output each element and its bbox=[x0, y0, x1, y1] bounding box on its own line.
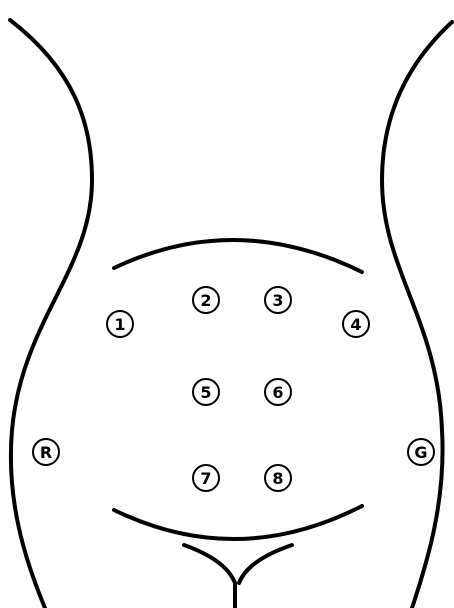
region-marker-3-label: 3 bbox=[272, 291, 283, 310]
side-marker-left-label: G bbox=[414, 443, 427, 462]
region-marker-3: 3 bbox=[265, 287, 291, 313]
region-marker-2: 2 bbox=[193, 287, 219, 313]
pubic-right-line bbox=[239, 545, 292, 583]
groin-line bbox=[114, 506, 362, 539]
region-marker-4-label: 4 bbox=[350, 315, 361, 334]
region-marker-7-label: 7 bbox=[200, 469, 211, 488]
region-marker-7: 7 bbox=[193, 465, 219, 491]
region-marker-4: 4 bbox=[343, 311, 369, 337]
region-marker-8: 8 bbox=[265, 465, 291, 491]
side-marker-right-label: R bbox=[40, 443, 52, 462]
side-marker-left: G bbox=[408, 439, 434, 465]
region-marker-6: 6 bbox=[265, 379, 291, 405]
right-body-contour bbox=[382, 22, 452, 608]
region-marker-6-label: 6 bbox=[272, 383, 283, 402]
region-marker-5-label: 5 bbox=[200, 383, 211, 402]
region-marker-2-label: 2 bbox=[200, 291, 211, 310]
left-body-contour bbox=[10, 20, 92, 608]
region-marker-1-label: 1 bbox=[114, 315, 125, 334]
region-marker-5: 5 bbox=[193, 379, 219, 405]
region-marker-1: 1 bbox=[107, 311, 133, 337]
pubic-left-line bbox=[184, 545, 235, 608]
region-marker-8-label: 8 bbox=[272, 469, 283, 488]
rib-margin-arc bbox=[114, 240, 362, 272]
side-marker-right: R bbox=[33, 439, 59, 465]
